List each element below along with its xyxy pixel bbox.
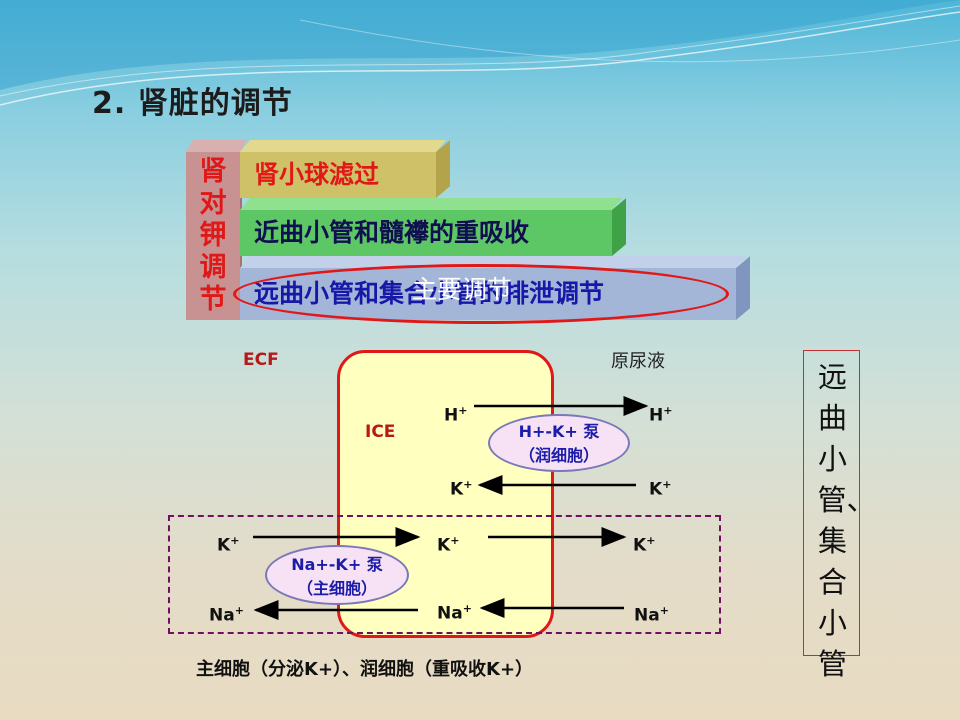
ion-charge: +: [450, 534, 460, 547]
vertical-block: 肾对钾调节: [186, 152, 242, 320]
ion-k-lumen: K+: [633, 534, 655, 556]
layer-2-side: [612, 198, 626, 256]
layer-2-text: 近曲小管和髓襻的重吸收: [254, 218, 530, 247]
ion-h-inner-text: H: [444, 405, 459, 426]
layer-2-bar: 近曲小管和髓襻的重吸收: [240, 210, 612, 256]
ion-na-lumen: Na+: [634, 604, 669, 626]
pump-h-k: H+-K+ 泵 （润细胞）: [488, 414, 630, 472]
ion-charge: +: [230, 534, 240, 547]
ion-k-inner-top-text: K: [450, 479, 464, 500]
ion-na-cell-text: Na: [437, 603, 463, 624]
ion-k-ecf-text: K: [217, 535, 231, 556]
pump-na-k-line2: （主细胞）: [296, 579, 377, 598]
ion-na-ecf: Na+: [209, 604, 244, 626]
ion-k-lumen-top: K+: [649, 478, 671, 500]
principal-cell-dashed-box: [168, 515, 721, 634]
layer-1-text: 肾小球滤过: [254, 160, 380, 189]
side-label-box: 远曲小管、集合小管: [803, 350, 876, 681]
ion-h-lumen-text: H: [649, 405, 664, 426]
layer-3-side: [736, 256, 750, 320]
ice-label: ICE: [365, 422, 396, 442]
pump-h-k-line1: H+-K+ 泵: [518, 422, 600, 441]
highlight-ellipse: [233, 264, 729, 324]
ion-na-lumen-text: Na: [634, 605, 660, 626]
ion-charge: +: [234, 604, 244, 617]
highlight-label: 主要调节: [412, 275, 513, 304]
ion-k-ecf: K+: [217, 534, 239, 556]
ion-k-cell: K+: [437, 534, 459, 556]
ecf-label: ECF: [243, 350, 279, 370]
ion-na-cell: Na+: [437, 602, 472, 624]
vertical-label-text: 肾对钾调节: [199, 156, 227, 315]
ion-charge: +: [463, 478, 473, 491]
side-label: 远曲小管、集合小管: [804, 357, 876, 685]
pump-na-k-line1: Na+-K+ 泵: [291, 555, 383, 574]
layer-1-side: [436, 140, 450, 198]
ion-k-lumen-text: K: [633, 535, 647, 556]
slide-title: 2. 肾脏的调节: [92, 86, 293, 121]
urine-label: 原尿液: [611, 351, 665, 372]
ion-h-lumen: H+: [649, 404, 672, 426]
ion-charge: +: [458, 404, 468, 417]
vertical-block-top: [186, 140, 247, 152]
side-label-text: 远曲小管、集合小管: [817, 360, 876, 681]
ion-na-ecf-text: Na: [209, 605, 235, 626]
footer-caption: 主细胞（分泌K+）、润细胞（重吸收K+）: [196, 659, 534, 680]
layer-2-top: [240, 198, 623, 210]
ion-charge: +: [663, 404, 673, 417]
layer-1-top: [240, 140, 447, 152]
layer-1-bar: 肾小球滤过: [240, 152, 436, 198]
ion-charge: +: [662, 478, 672, 491]
ion-k-cell-text: K: [437, 535, 451, 556]
pump-na-k: Na+-K+ 泵 （主细胞）: [265, 545, 409, 605]
pump-h-k-line2: （润细胞）: [518, 446, 599, 465]
ion-h-inner: H+: [444, 404, 467, 426]
header-waves: [0, 0, 960, 106]
ion-charge: +: [462, 602, 472, 615]
ion-k-inner-top: K+: [450, 478, 472, 500]
ion-k-lumen-top-text: K: [649, 479, 663, 500]
ion-charge: +: [646, 534, 656, 547]
vertical-label: 肾对钾调节: [186, 156, 240, 316]
ion-charge: +: [659, 604, 669, 617]
